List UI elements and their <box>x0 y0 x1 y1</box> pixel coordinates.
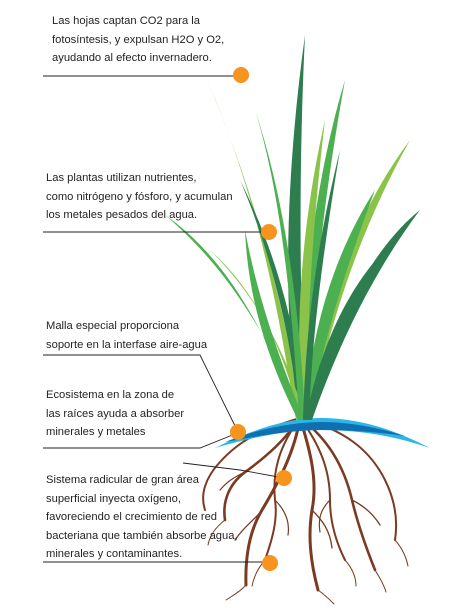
label-mesh: Malla especial proporciona soporte en la… <box>46 320 208 351</box>
callout-dot-leaves <box>233 67 249 83</box>
leader-lines <box>43 75 285 563</box>
leader-line-mesh <box>43 354 239 433</box>
callout-dot-nutrients <box>261 224 277 240</box>
leader-line-roots <box>182 462 285 479</box>
callout-dot-root-system <box>262 555 278 571</box>
callout-dots <box>230 67 292 571</box>
label-leaves: Las hojas captan CO2 para la fotosíntesi… <box>52 15 225 64</box>
callout-dot-roots <box>276 470 292 486</box>
floating-mesh <box>215 418 430 448</box>
label-root-system: Sistema radicular de gran área superfici… <box>46 474 238 560</box>
leader-line-ecosystem <box>43 431 241 449</box>
plant-leaves <box>165 35 420 420</box>
label-nutrients: Las plantas utilizan nutrientes, como ni… <box>46 172 233 221</box>
callout-dot-ecosystem <box>230 424 246 440</box>
label-ecosystem: Ecosistema en la zona de las raíces ayud… <box>46 389 185 438</box>
